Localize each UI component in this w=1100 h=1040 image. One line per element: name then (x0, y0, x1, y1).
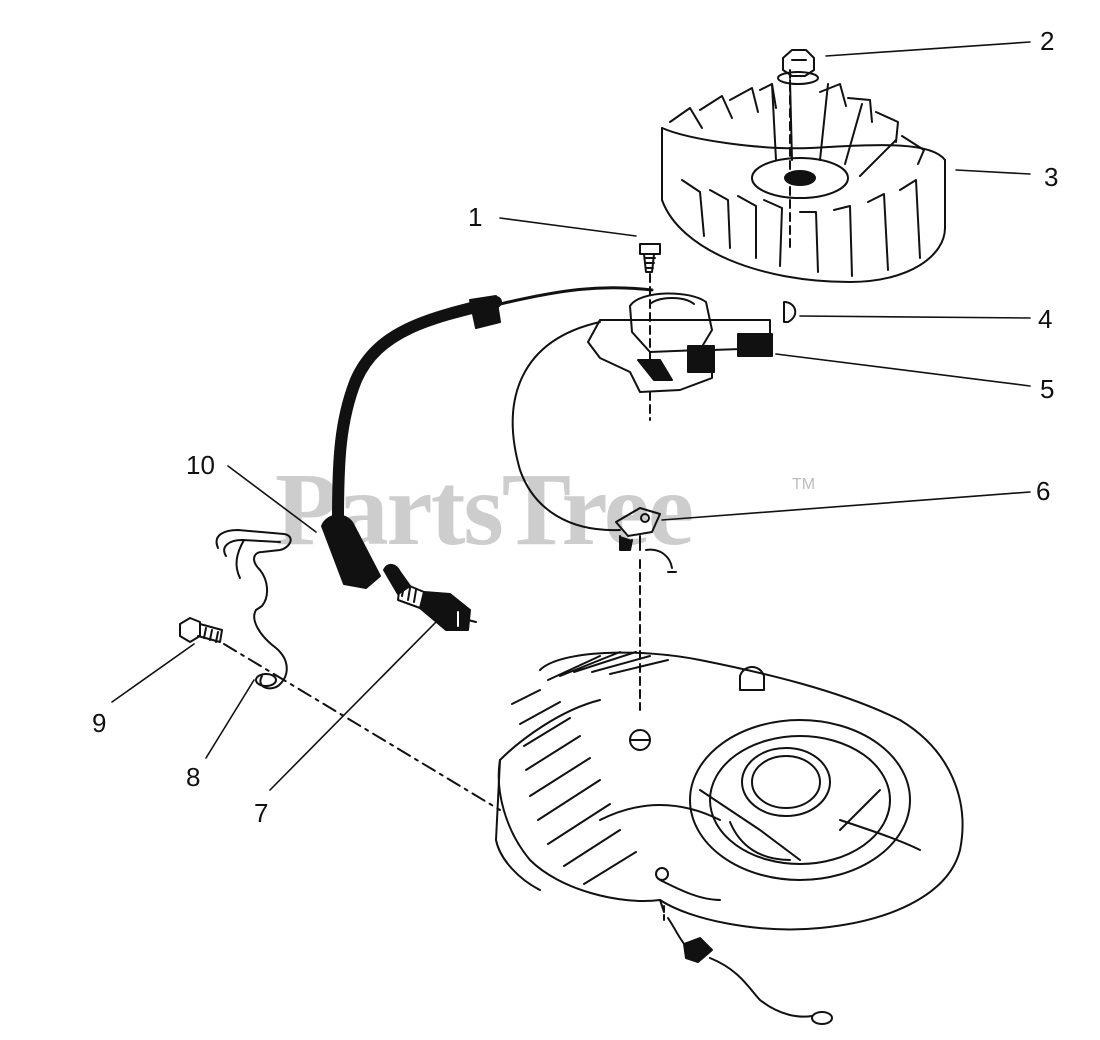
wire-guide (215, 529, 292, 690)
module-screw (639, 243, 661, 361)
callout-5: 5 (1040, 374, 1055, 404)
engine-block (495, 651, 964, 931)
watermark-trademark: TM (792, 476, 816, 493)
spark-plug (383, 564, 477, 631)
flywheel-nut (777, 49, 819, 85)
callout-10: 10 (186, 450, 215, 480)
callout-7: 7 (254, 798, 269, 828)
spark-plug-lead (321, 286, 654, 589)
callout-1: 1 (468, 202, 483, 232)
kill-wire (663, 905, 833, 1025)
guide-bolt (179, 617, 501, 811)
ground-clip (615, 507, 677, 711)
callout-3: 3 (1044, 162, 1059, 192)
flywheel-key (783, 301, 797, 323)
ground-wire (511, 321, 621, 532)
callout-4: 4 (1038, 304, 1053, 334)
callout-9: 9 (92, 708, 107, 738)
callout-2: 2 (1040, 26, 1055, 56)
callout-6: 6 (1036, 476, 1051, 506)
callout-8: 8 (186, 762, 201, 792)
ignition-module (587, 292, 773, 421)
flywheel (661, 69, 946, 283)
leader-lines (111, 41, 1031, 791)
